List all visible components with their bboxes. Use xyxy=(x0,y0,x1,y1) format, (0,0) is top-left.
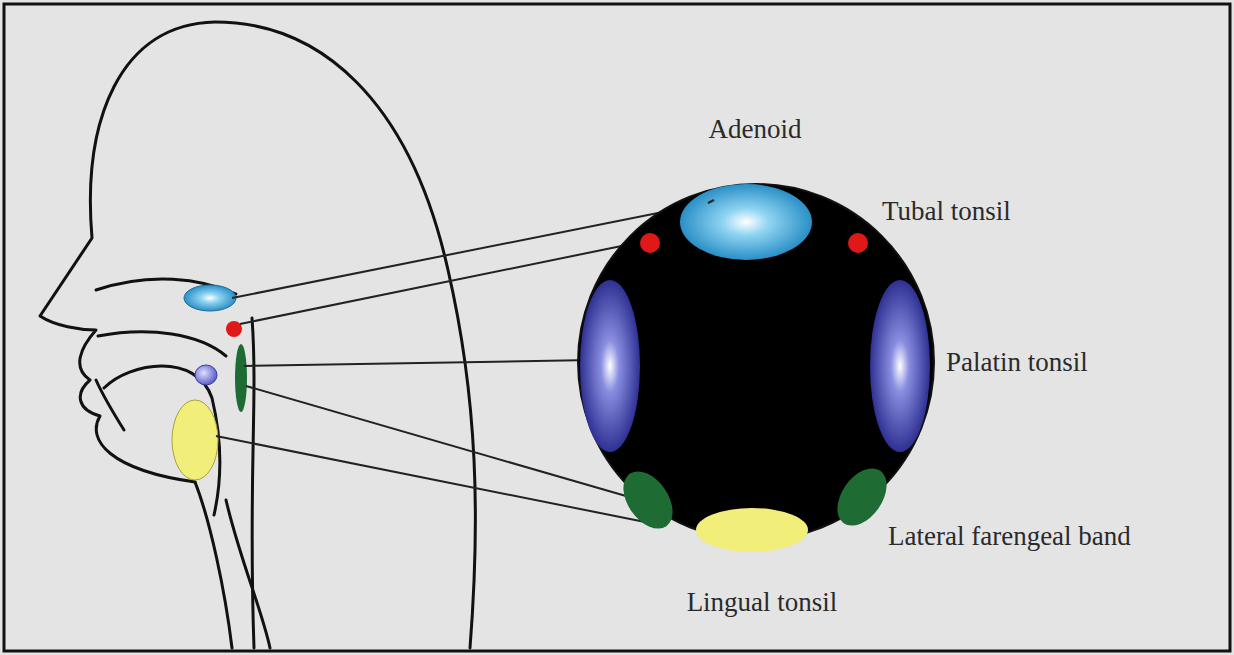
leader-line xyxy=(216,436,660,525)
frame xyxy=(4,4,1230,651)
part-label: Lateral farengeal band xyxy=(888,522,1131,552)
palatine-tonsil-shape xyxy=(580,280,640,452)
part-label: Lingual tonsil xyxy=(687,588,838,618)
lateral-band-shape xyxy=(827,459,896,534)
lingual-tonsil-shape xyxy=(172,400,218,480)
pharynx-wall xyxy=(252,318,254,648)
adenoid-shape xyxy=(184,285,236,311)
pharynx-circle xyxy=(578,184,934,540)
lateral-band-shape xyxy=(613,462,682,537)
head-outline xyxy=(40,22,475,648)
head-tonsils xyxy=(172,285,247,480)
part-label: Palatin tonsil xyxy=(946,348,1088,378)
part-label: Tubal tonsil xyxy=(882,197,1011,227)
profile xyxy=(40,22,475,648)
tubal-tonsil-shape xyxy=(640,233,660,253)
tongue xyxy=(104,366,220,515)
palatine-tonsil-shape xyxy=(195,365,217,385)
part-label: Adenoid xyxy=(709,115,802,145)
palate xyxy=(98,332,226,356)
tubal-tonsil-shape xyxy=(226,321,242,337)
lingual-tonsil-shape xyxy=(696,508,808,552)
jaw xyxy=(96,380,124,430)
leader-line xyxy=(244,360,592,366)
palatine-tonsil-shape xyxy=(870,280,930,452)
pharynx-view xyxy=(578,184,934,552)
oesophagus xyxy=(226,500,270,648)
adenoid-shape xyxy=(680,184,812,260)
lateral-band-shape xyxy=(235,344,247,412)
tubal-tonsil-shape xyxy=(848,233,868,253)
leader-tip xyxy=(708,200,714,203)
